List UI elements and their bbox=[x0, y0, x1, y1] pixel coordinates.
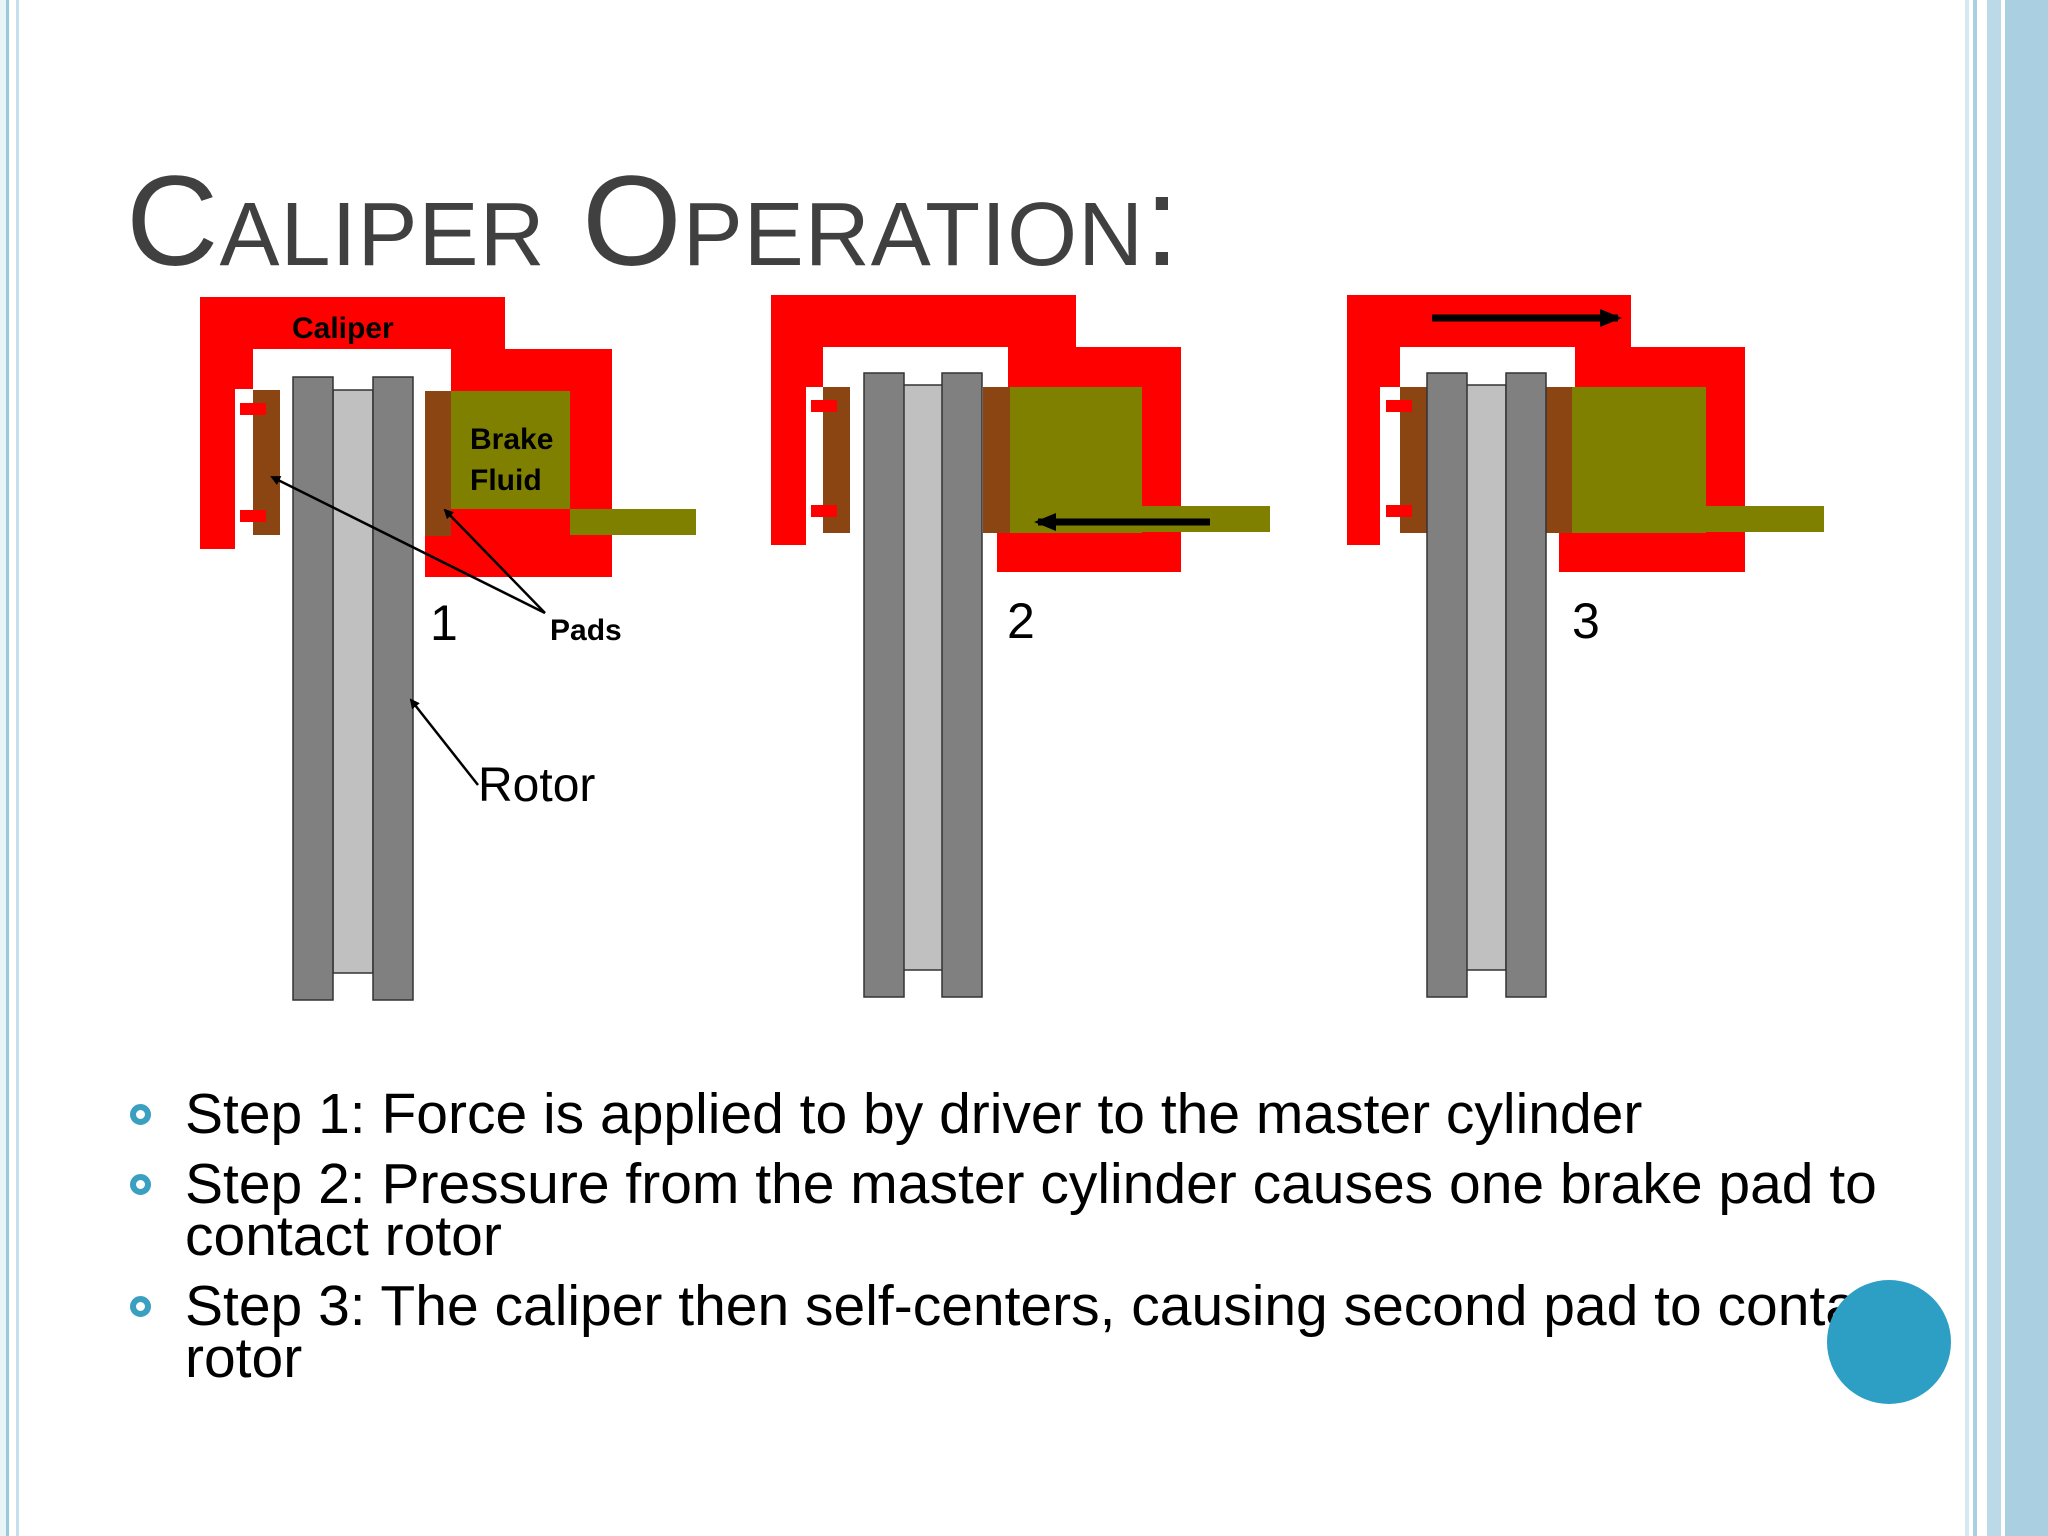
panel-1: Caliper Brake Fluid 1 Pads Rotor bbox=[200, 297, 696, 1001]
left-border-decoration bbox=[0, 0, 24, 1536]
panel-1-pad-clip-top bbox=[240, 403, 266, 415]
panel-3-pad-clip-bottom bbox=[1386, 505, 1412, 517]
panel-1-brake-fluid bbox=[451, 391, 570, 509]
hollow-circle-bullet-icon bbox=[130, 1296, 151, 1317]
panel-3-rotor-inner bbox=[1465, 384, 1507, 971]
panel-2-rotor-right-face bbox=[941, 372, 983, 998]
bullet-step-1: Step 1: Force is applied to by driver to… bbox=[130, 1086, 2010, 1143]
panel-3-number: 3 bbox=[1572, 593, 1600, 649]
panel-2-rotor-left-face bbox=[863, 372, 905, 998]
pads-pointer-right bbox=[443, 508, 546, 614]
bullet-step-2-text: Step 2: Pressure from the master cylinde… bbox=[185, 1152, 1877, 1268]
caliper-label: Caliper bbox=[292, 312, 394, 345]
panel-2-brake-fluid bbox=[1010, 387, 1142, 533]
panel-3-pad-clip-top bbox=[1386, 400, 1412, 412]
bullet-step-2: Step 2: Pressure from the master cylinde… bbox=[130, 1156, 2010, 1265]
panel-1-rotor-left-face bbox=[292, 376, 334, 1001]
panel-2-number: 2 bbox=[1007, 593, 1035, 649]
right-border-decoration bbox=[1965, 0, 2048, 1536]
panel-2-rotor-inner bbox=[902, 384, 944, 971]
bullet-step-1-text: Step 1: Force is applied to by driver to… bbox=[185, 1082, 1643, 1146]
panel-1-pad-clip-bottom bbox=[240, 510, 266, 522]
brake-fluid-label-line1: Brake bbox=[470, 423, 553, 456]
rotor-label: Rotor bbox=[478, 759, 595, 812]
bullet-step-3: Step 3: The caliper then self-centers, c… bbox=[130, 1278, 2010, 1387]
hollow-circle-bullet-icon bbox=[130, 1174, 151, 1195]
pads-label: Pads bbox=[550, 614, 622, 647]
panel-2-pad-right bbox=[983, 387, 1010, 533]
panel-3-rotor-right-face bbox=[1505, 372, 1547, 998]
panel-1-pad-right bbox=[425, 391, 451, 536]
hollow-circle-bullet-icon bbox=[130, 1104, 151, 1125]
panel-3-fluid-line bbox=[1706, 506, 1824, 532]
panel-1-rotor-inner bbox=[332, 389, 374, 974]
panel-1-number: 1 bbox=[430, 595, 458, 651]
panel-2-pad-clip-bottom bbox=[811, 505, 837, 517]
bullet-step-3-text: Step 3: The caliper then self-centers, c… bbox=[185, 1274, 1902, 1390]
panel-3-rotor-left-face bbox=[1426, 372, 1468, 998]
panel-1-rotor-right-face bbox=[372, 376, 414, 1001]
step-bullet-list: Step 1: Force is applied to by driver to… bbox=[130, 1086, 2010, 1402]
panel-2-pad-clip-top bbox=[811, 400, 837, 412]
pads-pointer-left bbox=[270, 475, 546, 615]
panel-3: 3 bbox=[1347, 295, 1824, 998]
slide-title: Caliper Operation: bbox=[126, 150, 1181, 293]
panel-2: 2 bbox=[771, 295, 1270, 998]
panel-3-brake-fluid bbox=[1572, 387, 1706, 533]
panel-1-fluid-line bbox=[570, 509, 696, 535]
panel-3-pad-right bbox=[1545, 387, 1572, 533]
brake-fluid-label-line2: Fluid bbox=[470, 464, 542, 497]
filled-circle-decoration bbox=[1827, 1280, 1951, 1404]
rotor-pointer bbox=[409, 698, 479, 786]
